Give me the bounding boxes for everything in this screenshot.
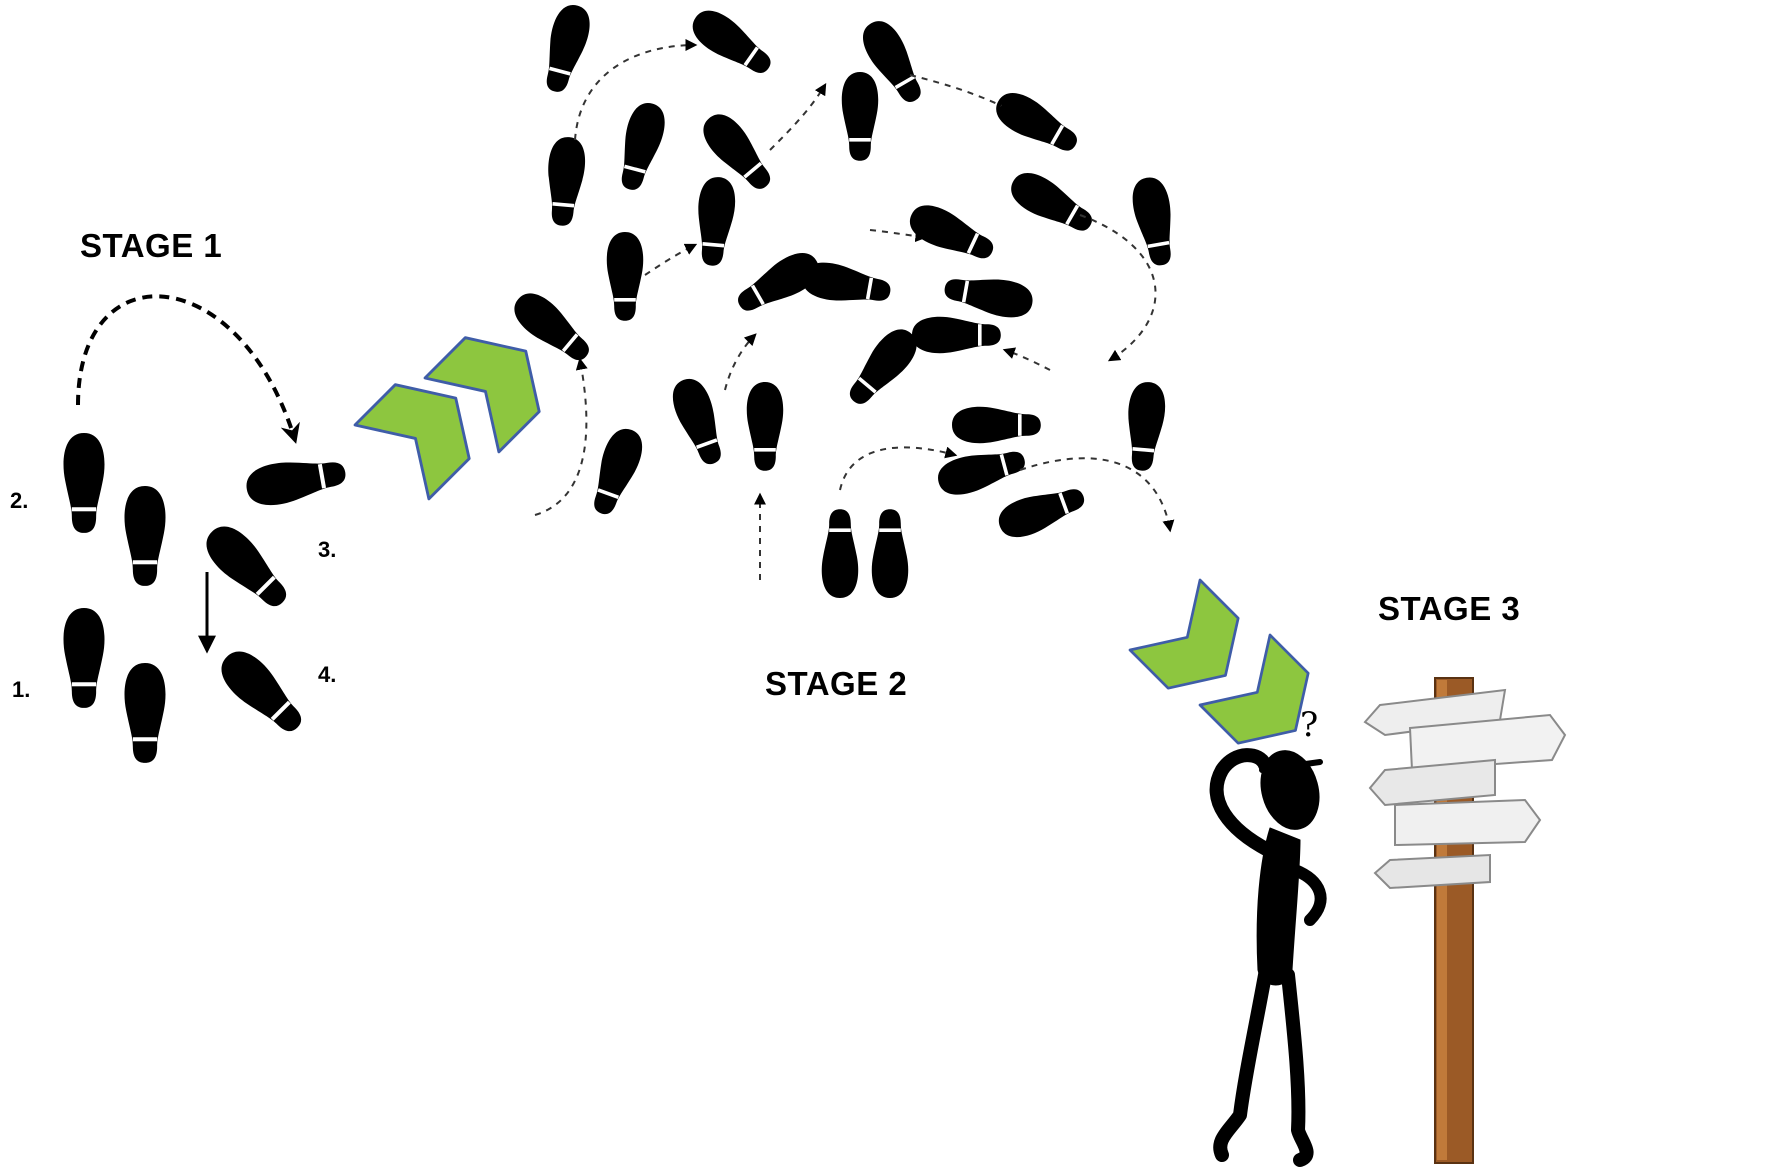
step-number-2: 2. (10, 488, 28, 514)
footprint-icon (912, 317, 1001, 353)
stage1-footprints (63, 296, 348, 763)
signpost-icon (1365, 678, 1565, 1163)
question-mark: ? (1300, 705, 1318, 745)
footprint-icon (822, 509, 858, 598)
footprint-icon (243, 452, 349, 510)
footprint-icon (904, 198, 1000, 269)
footprint-icon (212, 642, 312, 742)
step-number-4: 4. (318, 662, 336, 688)
footprint-icon (800, 259, 894, 310)
footprint-icon (612, 99, 670, 194)
footprint-icon (685, 3, 779, 84)
footprint-icon (1129, 175, 1180, 269)
footprint-icon (842, 72, 878, 161)
footprint-icon (747, 382, 783, 471)
footprint-icon (63, 433, 104, 533)
chevron-arrow-icon (355, 314, 563, 499)
thinking-man-icon (1217, 744, 1328, 1160)
footprint-icon (543, 136, 587, 228)
footprint-icon (124, 486, 165, 586)
footprint-icon (952, 407, 1041, 443)
dashed-path (78, 296, 295, 440)
stage1-label: STAGE 1 (80, 227, 222, 265)
footprint-icon (989, 85, 1084, 161)
stage3-label: STAGE 3 (1378, 590, 1520, 628)
footprint-icon (537, 1, 595, 96)
stage2-label: STAGE 2 (765, 665, 907, 703)
footprint-icon (124, 663, 165, 763)
footprint-icon (197, 517, 297, 617)
footprint-icon (994, 479, 1090, 544)
footprint-icon (934, 442, 1029, 500)
footprint-icon (1123, 381, 1167, 473)
step-number-3: 3. (318, 537, 336, 563)
footprint-icon (584, 424, 649, 520)
footprint-icon (840, 322, 925, 413)
footprint-icon (63, 608, 104, 708)
footprint-icon (693, 176, 737, 268)
stage2-footprints (507, 1, 1181, 598)
footprint-icon (607, 232, 643, 321)
footprint-icon (942, 270, 1036, 321)
footprint-icon (666, 374, 731, 470)
footprint-icon (872, 509, 908, 598)
step-number-1: 1. (12, 677, 30, 703)
footprint-icon (1004, 165, 1099, 241)
